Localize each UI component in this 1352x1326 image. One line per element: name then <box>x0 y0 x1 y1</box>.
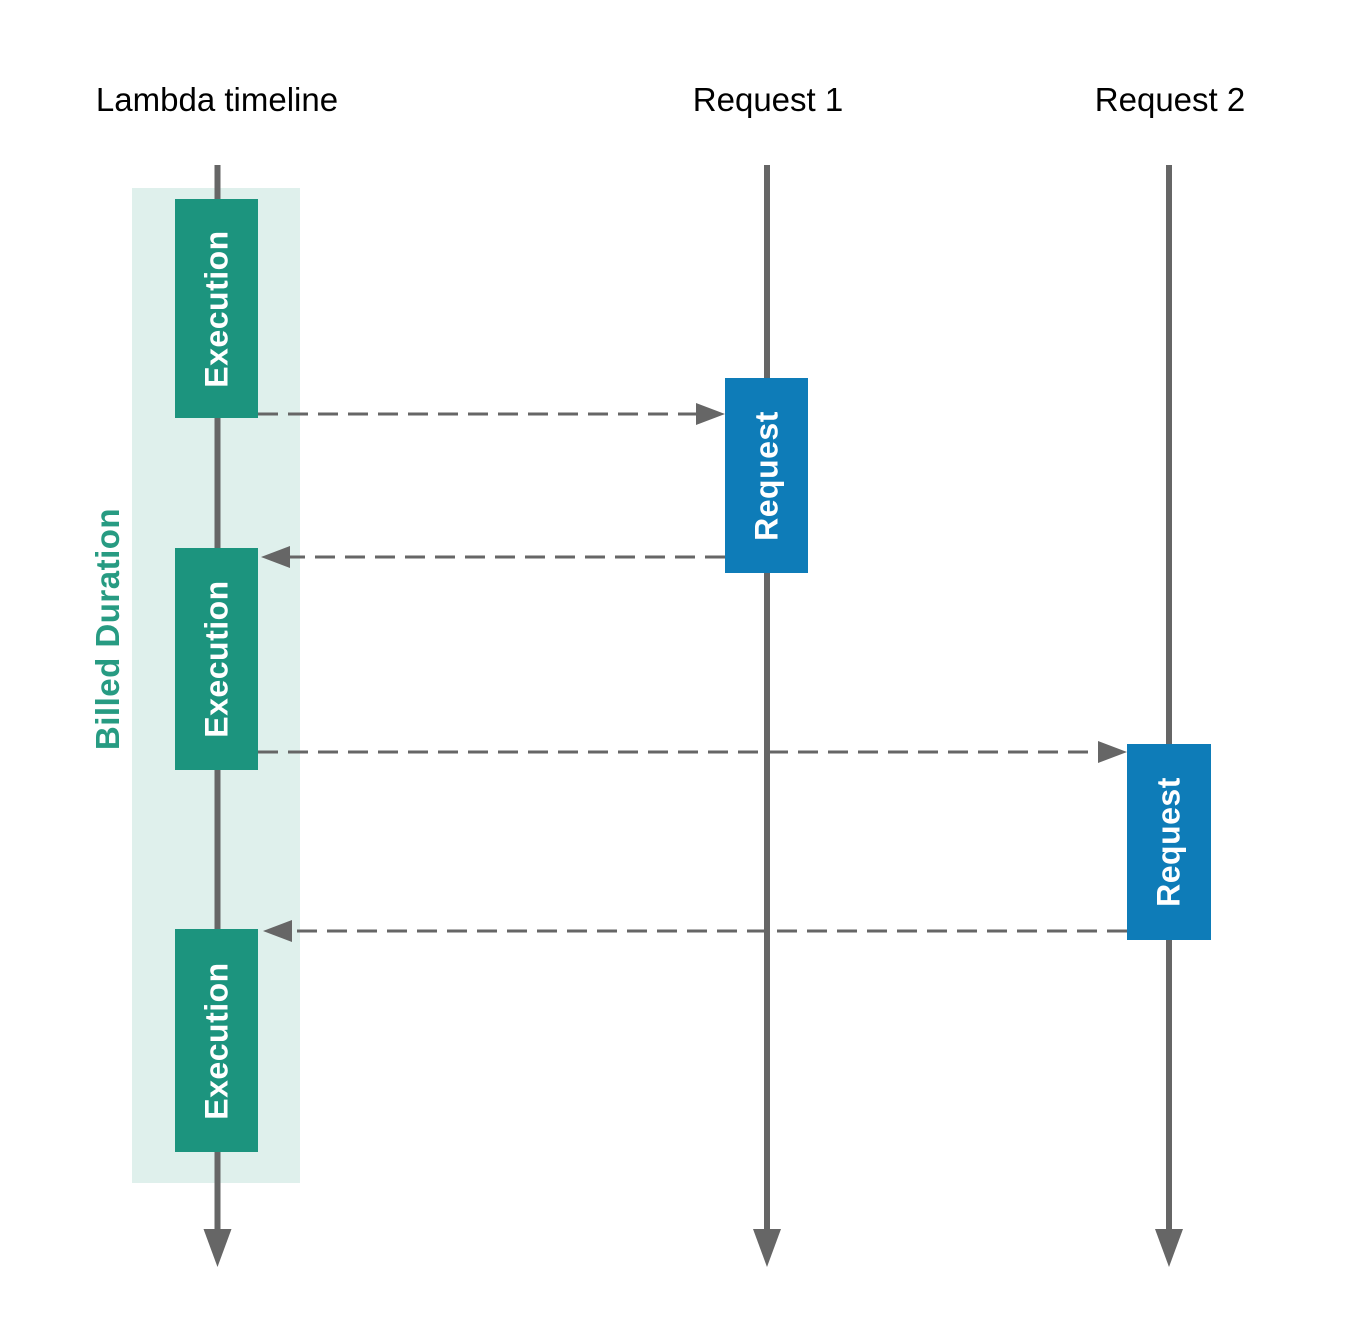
execution-box-3-label: Execution <box>198 961 234 1120</box>
execution-box-1: Execution <box>175 199 258 418</box>
lambda-lifeline-arrowhead-icon <box>203 1229 232 1267</box>
execution-box-3: Execution <box>175 929 258 1152</box>
request-2-box: Request <box>1127 744 1211 940</box>
request-1-box: Request <box>725 378 808 573</box>
connector-execution1-to-request1-arrowhead-icon <box>696 403 725 425</box>
request-1-title: Request 1 <box>692 81 844 118</box>
request-1-box-label: Request <box>748 410 784 541</box>
connector-request2-to-execution3-arrowhead-icon <box>263 920 292 942</box>
execution-box-2-label: Execution <box>198 580 234 738</box>
connector-execution2-to-request2-arrowhead-icon <box>1098 741 1127 763</box>
connector-request1-to-execution2-arrowhead-icon <box>261 546 290 568</box>
request-2-title: Request 2 <box>1094 81 1246 118</box>
request-2-lifeline-arrowhead-icon <box>1155 1229 1183 1267</box>
request-2-box-label: Request <box>1150 777 1187 907</box>
execution-box-2: Execution <box>175 548 258 770</box>
lambda-timeline-title: Lambda timeline <box>95 81 339 118</box>
request-1-lifeline-arrowhead-icon <box>753 1229 781 1267</box>
execution-box-1-label: Execution <box>198 229 234 388</box>
